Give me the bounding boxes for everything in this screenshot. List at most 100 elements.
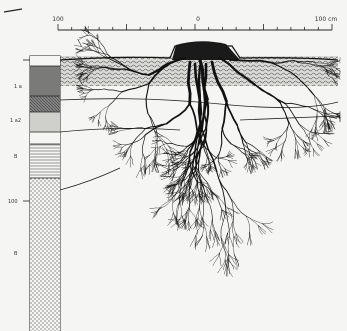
- root-segment: [274, 136, 282, 141]
- root-segment: [151, 146, 161, 147]
- scale-left-label: 100: [52, 16, 64, 23]
- root-segment: [127, 142, 133, 151]
- root-segment: [180, 208, 189, 219]
- root-segment: [218, 161, 222, 170]
- root-segment: [259, 151, 266, 159]
- root-segment: [295, 138, 296, 149]
- root-segment: [203, 218, 204, 235]
- root-segment: [295, 150, 297, 159]
- depth-label-1a2: 1 a2: [10, 118, 21, 124]
- root-segment: [169, 213, 173, 223]
- horizon-boundary-2: [60, 128, 180, 132]
- root-segment: [148, 114, 156, 135]
- root-segment: [108, 126, 111, 132]
- root-segment: [306, 129, 312, 137]
- root-segment: [172, 198, 173, 213]
- root-segment: [100, 105, 109, 112]
- horizon-dotted: [30, 178, 60, 331]
- root-segment: [83, 90, 92, 91]
- root-segment: [118, 129, 130, 132]
- root-segment: [215, 196, 222, 210]
- root-segment: [247, 166, 249, 172]
- soil-profile-column: [30, 56, 60, 331]
- root-segment: [167, 104, 190, 124]
- root-segment: [255, 85, 280, 103]
- root-segment: [255, 163, 257, 170]
- root-segment: [109, 132, 118, 134]
- root-segment: [289, 123, 295, 138]
- root-segment: [268, 148, 275, 154]
- root-segment: [262, 222, 273, 224]
- root-segment: [258, 225, 262, 234]
- root-segment: [113, 141, 121, 145]
- root-segment: [189, 221, 192, 229]
- plant-stump: [172, 41, 240, 60]
- root-segment: [207, 182, 212, 192]
- root-segment: [106, 125, 107, 131]
- root-segment: [234, 254, 237, 269]
- root-segment: [266, 148, 275, 152]
- root-segment: [276, 153, 281, 161]
- root-segment: [229, 254, 239, 260]
- root-segment: [203, 194, 206, 217]
- root-segment: [286, 124, 289, 141]
- root-segment: [94, 112, 101, 116]
- root-segment: [166, 160, 170, 165]
- horizon-blank-top: [30, 56, 60, 66]
- corner-mark: [4, 9, 22, 12]
- root-segment: [83, 89, 92, 90]
- root-segment: [83, 86, 92, 90]
- root-segment: [233, 220, 236, 234]
- root-segment: [277, 136, 282, 144]
- root-segment: [99, 120, 101, 126]
- top-scale: 100 0 100 cm: [52, 16, 337, 30]
- depth-label-1a: 1 a: [14, 84, 22, 90]
- root-segment: [87, 39, 92, 44]
- root-segment: [221, 237, 229, 254]
- root-segment: [210, 230, 211, 241]
- root-segment: [189, 209, 196, 219]
- root-segment: [262, 224, 273, 230]
- root-segment: [78, 40, 81, 47]
- root-segment: [93, 50, 108, 54]
- root-segment: [236, 234, 243, 243]
- root-segment: [246, 216, 258, 225]
- root-segment: [169, 176, 180, 177]
- scale-right-label: 100 cm: [315, 16, 338, 23]
- root-segment: [190, 104, 197, 131]
- root-segment: [218, 260, 225, 273]
- root-segment: [104, 89, 122, 92]
- root-segment: [141, 153, 143, 167]
- root-segment: [199, 66, 201, 126]
- root-segment: [222, 101, 226, 128]
- scale-ticks: [58, 24, 332, 30]
- root-segment: [221, 128, 222, 147]
- root-segment: [246, 216, 250, 232]
- root-segment: [126, 156, 131, 165]
- horizon-dark: [30, 66, 60, 96]
- root-segment: [219, 170, 221, 177]
- horizon-light: [30, 112, 60, 132]
- depth-labels: 1 a 1 a2 B 100 B: [8, 60, 30, 257]
- root-segment: [211, 230, 214, 240]
- horizon-hatched: [30, 96, 60, 112]
- root-segment: [285, 104, 299, 125]
- root-segment: [136, 168, 141, 178]
- root-segment: [242, 152, 248, 158]
- root-segment: [146, 84, 149, 114]
- root-segment: [220, 253, 222, 266]
- root-segment: [213, 253, 220, 266]
- root-segment: [278, 153, 282, 162]
- root-segment: [244, 163, 247, 168]
- root-segment: [308, 137, 313, 148]
- root-segment: [150, 159, 154, 166]
- root-segment: [93, 117, 95, 123]
- root-segment: [179, 202, 181, 216]
- depth-label-b1: B: [14, 154, 18, 160]
- root-segment: [263, 137, 271, 140]
- root-segment: [250, 232, 253, 244]
- root-segment: [282, 124, 289, 136]
- root-segment: [160, 198, 173, 208]
- root-segment: [297, 135, 304, 141]
